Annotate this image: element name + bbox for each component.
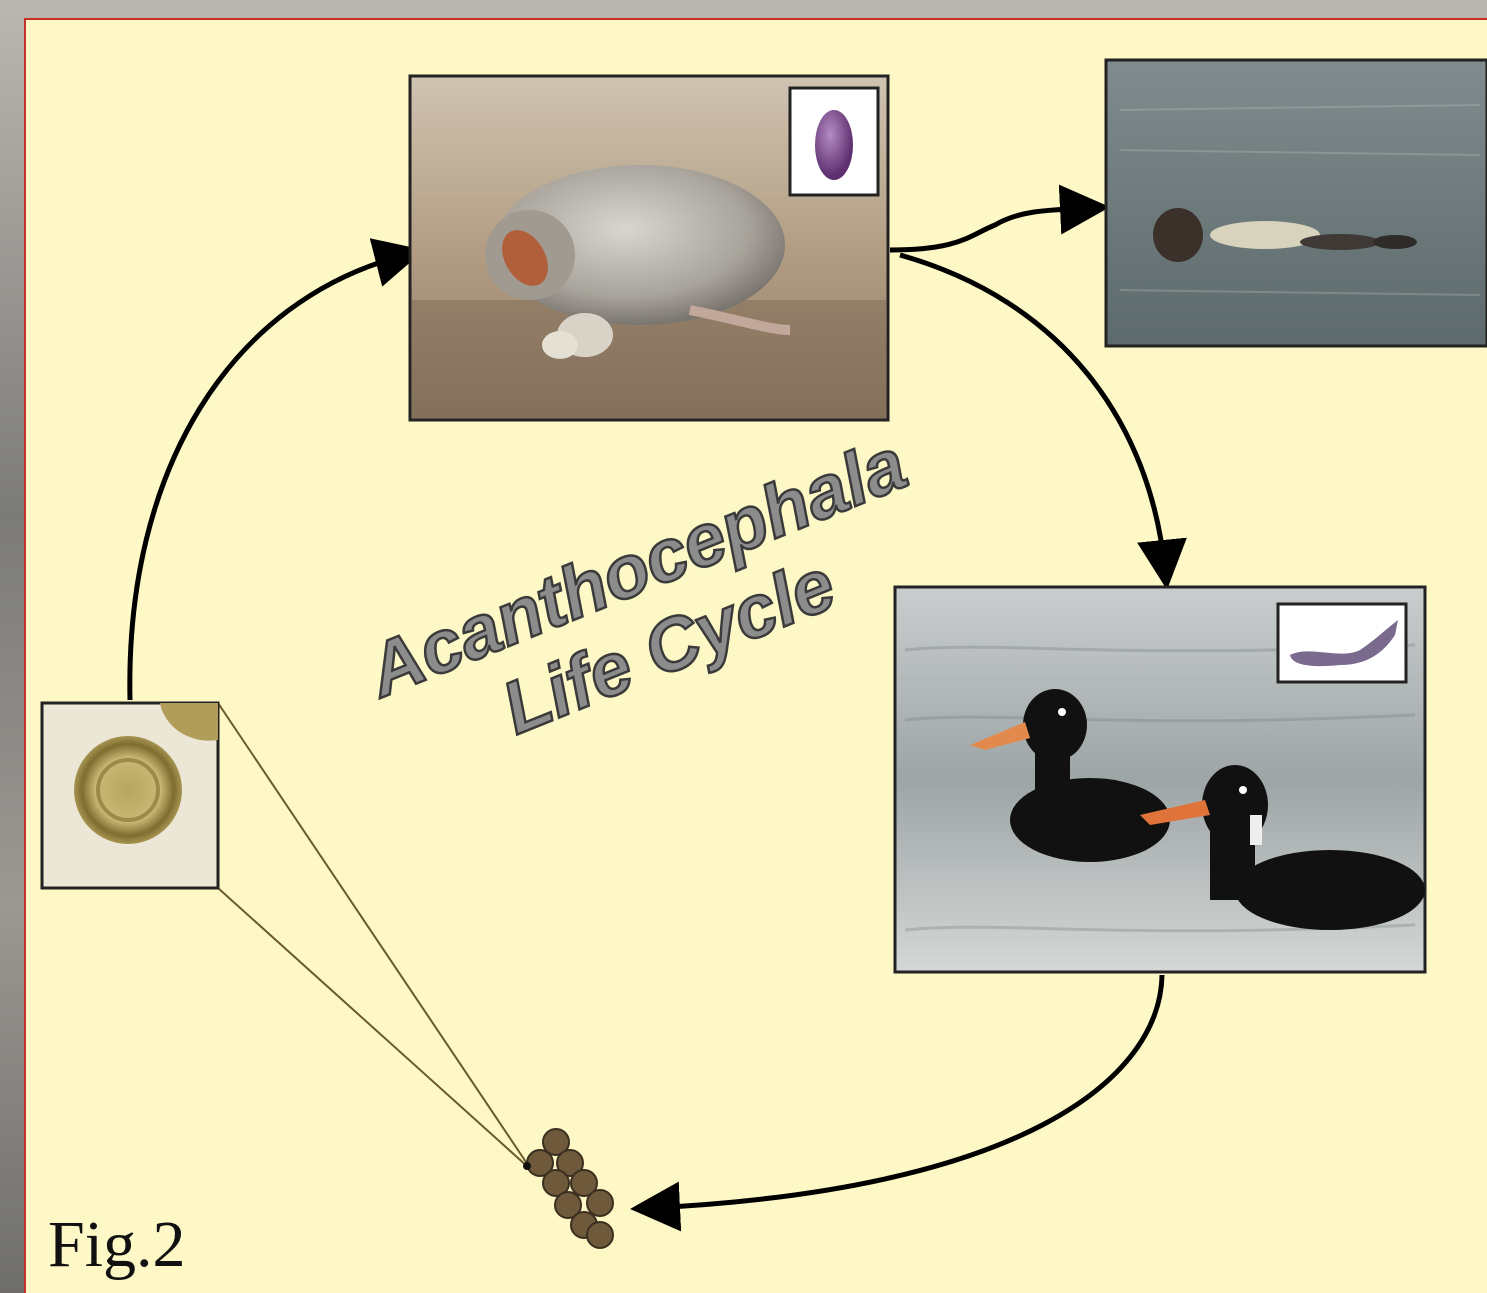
arrow-ducks-to-eggs xyxy=(650,975,1162,1208)
arrow-amphipod-to-otter xyxy=(890,208,1090,250)
amphipod-photo xyxy=(410,76,888,420)
egg-photo xyxy=(42,703,218,888)
figure-label: Fig.2 xyxy=(48,1212,186,1278)
diagram-title: Acanthocephala Life Cycle xyxy=(354,422,949,793)
egg-cluster-icon xyxy=(523,1129,613,1248)
adult-worm-inset xyxy=(1278,604,1406,682)
magnify-line-top xyxy=(218,703,528,1165)
magnify-line-bottom xyxy=(218,888,528,1167)
cystacanth-icon xyxy=(815,110,853,180)
cystacanth-inset xyxy=(790,88,878,195)
sea-otter-photo xyxy=(1106,60,1487,346)
scoter-ducks-photo xyxy=(895,587,1425,972)
egg-icon xyxy=(74,736,182,844)
